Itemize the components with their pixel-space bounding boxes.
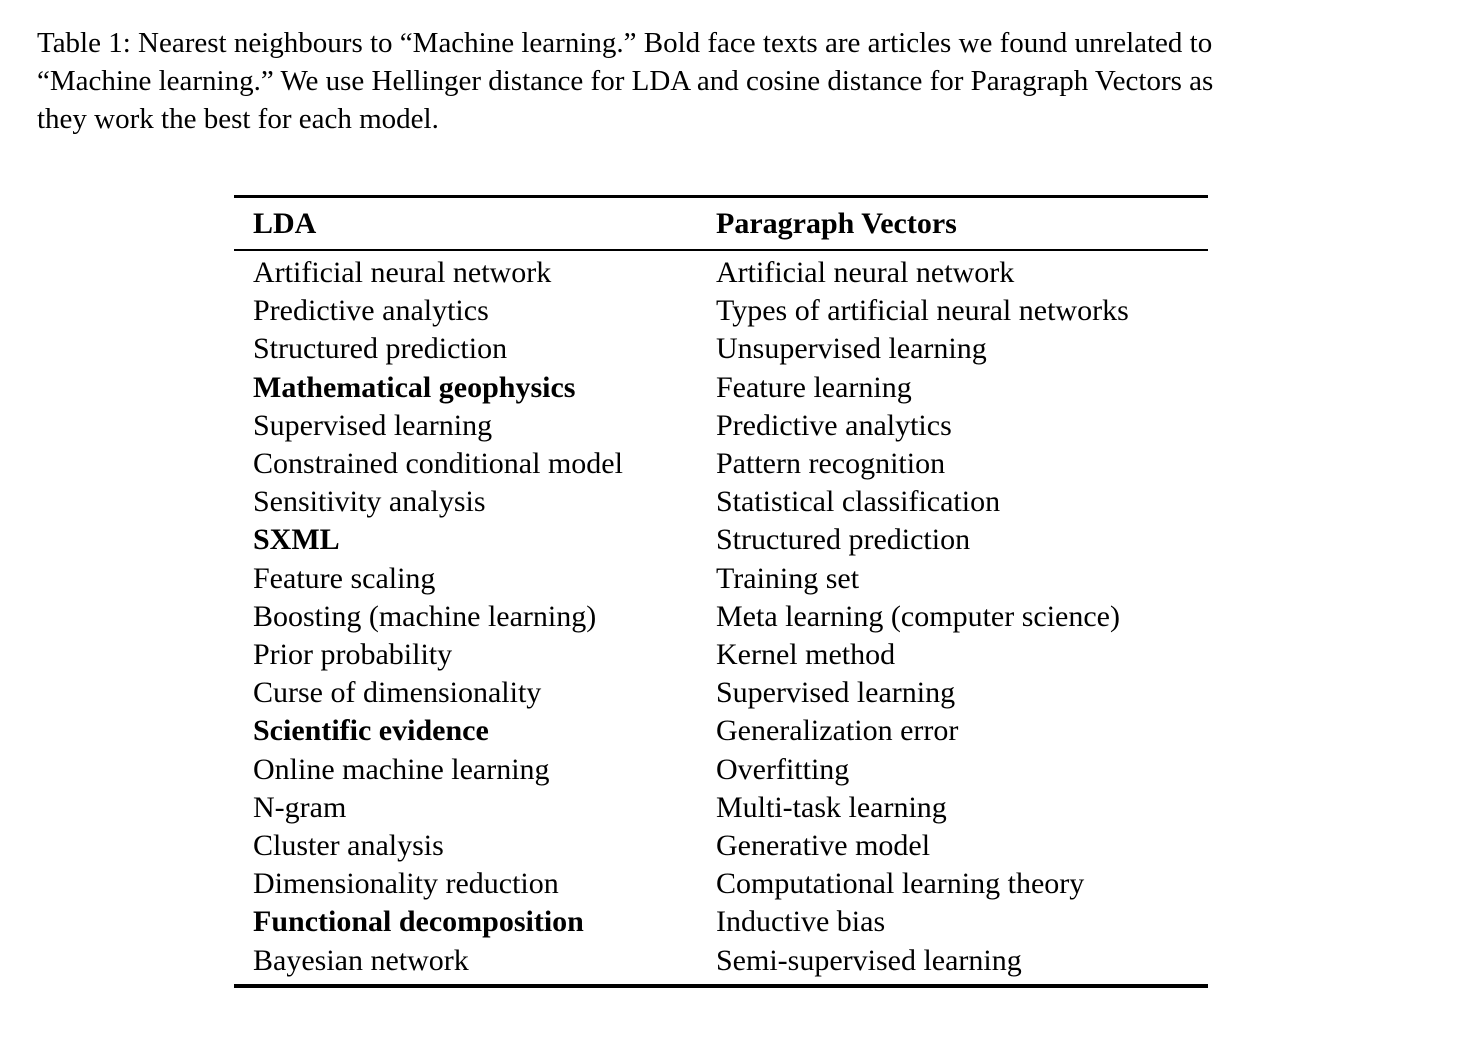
table-caption: Table 1: Nearest neighbours to “Machine …	[37, 24, 1213, 138]
pv-cell: Statistical classification	[716, 485, 1001, 519]
table-row: Functional decomposition Inductive bias	[234, 903, 1208, 941]
lda-cell: Prior probability	[253, 638, 453, 672]
lda-cell: Curse of dimensionality	[253, 676, 542, 710]
column-header-paragraph-vectors: Paragraph Vectors	[716, 207, 957, 240]
lda-cell: Online machine learning	[253, 752, 550, 786]
table-row: Mathematical geophysics Feature learning	[234, 369, 1208, 407]
nearest-neighbours-table: LDA Paragraph Vectors Artificial neural …	[234, 195, 1208, 988]
table-row: Artificial neural network Artificial neu…	[234, 254, 1208, 292]
pv-cell: Predictive analytics	[716, 408, 952, 442]
pv-cell: Training set	[716, 561, 860, 595]
pv-cell: Generative model	[716, 829, 931, 863]
caption-line-3: they work the best for each model.	[37, 103, 439, 135]
lda-cell: Sensitivity analysis	[253, 485, 486, 519]
pv-cell: Overfitting	[716, 752, 850, 786]
lda-cell: Dimensionality reduction	[253, 867, 559, 901]
lda-cell: Feature scaling	[253, 561, 436, 595]
table-row: N-gram Multi-task learning	[234, 789, 1208, 827]
lda-cell: Constrained conditional model	[253, 447, 623, 481]
lda-cell: Supervised learning	[253, 408, 493, 442]
pv-cell: Kernel method	[716, 638, 896, 672]
pv-cell: Inductive bias	[716, 905, 886, 939]
pv-cell: Generalization error	[716, 714, 959, 748]
lda-cell: Functional decomposition	[253, 905, 584, 939]
pv-cell: Artificial neural network	[716, 256, 1015, 289]
table-row: Boosting (machine learning) Meta learnin…	[234, 598, 1208, 636]
table-row: Feature scaling Training set	[234, 560, 1208, 598]
table-header-row: LDA Paragraph Vectors	[234, 198, 1208, 251]
table-row: SXML Structured prediction	[234, 521, 1208, 559]
table-row: Supervised learning Predictive analytics	[234, 407, 1208, 445]
pv-cell: Multi-task learning	[716, 790, 947, 824]
caption-line-1: Table 1: Nearest neighbours to “Machine …	[37, 27, 1213, 59]
table-row: Online machine learning Overfitting	[234, 751, 1208, 789]
pv-cell: Types of artificial neural networks	[716, 294, 1129, 328]
table-row: Dimensionality reduction Computational l…	[234, 865, 1208, 903]
pv-cell: Meta learning (computer science)	[716, 599, 1120, 633]
pv-cell: Unsupervised learning	[716, 332, 987, 366]
table-row: Curse of dimensionality Supervised learn…	[234, 674, 1208, 712]
table-row: Scientific evidence Generalization error	[234, 712, 1208, 750]
lda-cell: Mathematical geophysics	[253, 370, 576, 404]
lda-cell: SXML	[253, 523, 340, 557]
lda-cell: Bayesian network	[253, 943, 469, 977]
lda-cell: Artificial neural network	[253, 256, 552, 289]
lda-cell: Structured prediction	[253, 332, 508, 366]
table-body: Artificial neural network Artificial neu…	[234, 251, 1208, 984]
table-row: Cluster analysis Generative model	[234, 827, 1208, 865]
pv-cell: Structured prediction	[716, 523, 971, 557]
pv-cell: Semi-supervised learning	[716, 943, 1022, 977]
pv-cell: Computational learning theory	[716, 867, 1085, 901]
lda-cell: Cluster analysis	[253, 829, 444, 863]
table-row: Constrained conditional model Pattern re…	[234, 445, 1208, 483]
column-header-lda: LDA	[253, 207, 317, 240]
lda-cell: N-gram	[253, 790, 347, 824]
caption-line-2: “Machine learning.” We use Hellinger dis…	[37, 65, 1214, 97]
lda-cell: Boosting (machine learning)	[253, 599, 597, 633]
table-row: Structured prediction Unsupervised learn…	[234, 330, 1208, 368]
table-row: Bayesian network Semi-supervised learnin…	[234, 942, 1208, 980]
pv-cell: Feature learning	[716, 370, 912, 404]
table-row: Predictive analytics Types of artificial…	[234, 292, 1208, 330]
pv-cell: Supervised learning	[716, 676, 956, 710]
lda-cell: Scientific evidence	[253, 714, 489, 748]
table-row: Sensitivity analysis Statistical classif…	[234, 483, 1208, 521]
lda-cell: Predictive analytics	[253, 294, 489, 328]
pv-cell: Pattern recognition	[716, 447, 946, 481]
table-row: Prior probability Kernel method	[234, 636, 1208, 674]
